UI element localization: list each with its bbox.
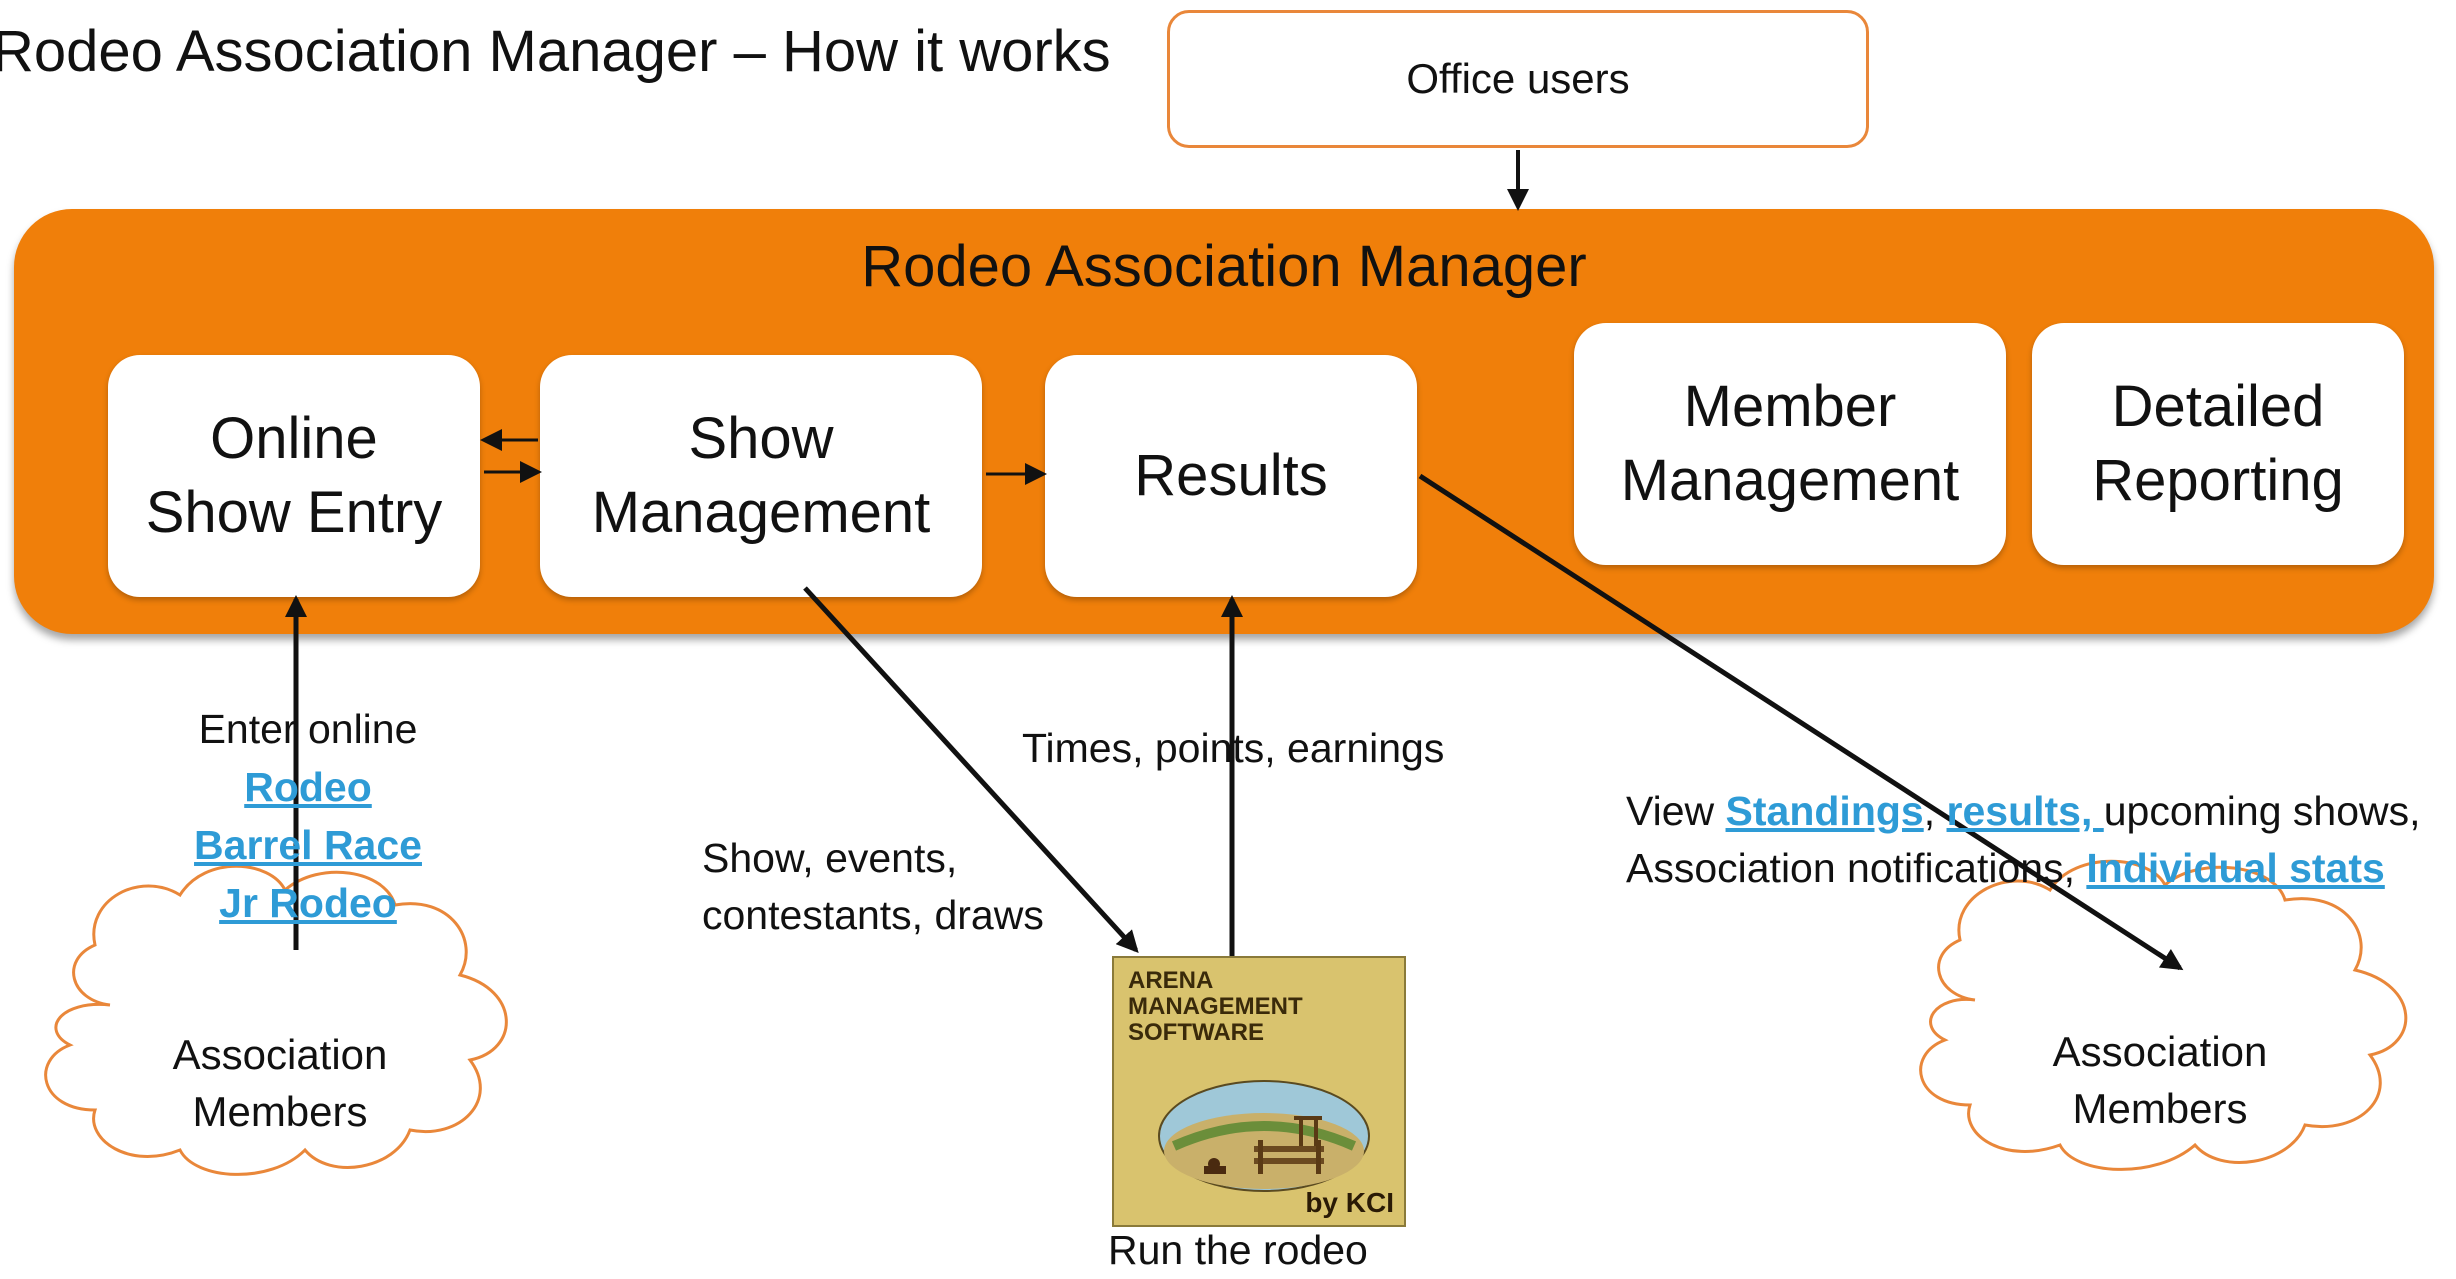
rodeo-link[interactable]: Rodeo [244,764,372,810]
run-the-rodeo-label: Run the rodeo [1108,1227,1368,1273]
cloud-line: Members [2072,1085,2248,1132]
module-label-line: Show Entry [145,480,443,545]
times-points-earnings-label: Times, points, earnings [1022,725,1445,771]
arena-management-software-logo: ARENA MANAGEMENT SOFTWARE by KCI [1112,956,1406,1227]
cloud-left-label: Association Members [130,1026,430,1140]
individual-stats-link[interactable]: Individual stats [2086,845,2385,891]
page-title: Rodeo Association Manager – How it works [0,19,1111,84]
enter-online-label: Enter online [198,706,418,752]
upcoming-shows-text: upcoming shows, [2103,788,2421,834]
show-management-module[interactable]: Show Management [540,355,982,597]
module-label-line: Online [210,405,378,471]
detailed-reporting-module[interactable]: Detailed Reporting [2032,323,2404,565]
notifications-text: Association notifications, [1626,845,2087,891]
cloud-line: Association [2052,1028,2268,1075]
view-info-block: View Standings, results, upcoming shows,… [1626,783,2421,897]
module-label-line: Detailed [2111,373,2325,439]
view-prefix: View [1626,788,1726,834]
arrow-show-to-arena [803,586,1139,953]
barrel-race-link[interactable]: Barrel Race [194,822,422,868]
cloud-right-label: Association Members [1990,1023,2330,1137]
office-users-label: Office users [1406,55,1630,102]
show-events-line: Show, events, [702,835,958,881]
results-link[interactable]: results, [1946,788,2104,834]
arena-scene-icon [1158,1080,1370,1192]
cloud-line: Association [172,1031,388,1078]
module-label-line: Management [591,480,931,545]
arrow-results-to-members [1418,473,2184,971]
member-management-module[interactable]: Member Management [1574,323,2006,565]
module-label-line: Reporting [2092,448,2344,513]
arena-logo-text: ARENA MANAGEMENT SOFTWARE [1128,967,1303,1046]
manager-title: Rodeo Association Manager [861,234,1587,299]
cloud-left-shape [44,864,508,1176]
view-line-1: View Standings, results, upcoming shows, [1626,783,2421,840]
module-label-line: Management [1620,448,1960,513]
by-kci-label: by KCI [1305,1187,1394,1218]
view-comma: , [1923,788,1947,834]
module-label-line: Results [1134,442,1328,508]
show-events-label: Show, events, contestants, draws [702,830,1044,944]
office-users-box: Office users [1167,10,1869,148]
online-show-entry-module[interactable]: Online Show Entry [108,355,480,597]
enter-online-block: Enter online Rodeo Barrel Race Jr Rodeo [150,700,466,932]
show-events-line: contestants, draws [702,892,1044,938]
module-label-line: Show [688,405,834,471]
results-module[interactable]: Results [1045,355,1417,597]
cloud-line: Members [192,1088,368,1135]
module-label-line: Member [1683,373,1897,439]
jr-rodeo-link[interactable]: Jr Rodeo [219,880,397,926]
view-line-2: Association notifications, Individual st… [1626,840,2421,897]
standings-link[interactable]: Standings [1725,788,1924,834]
